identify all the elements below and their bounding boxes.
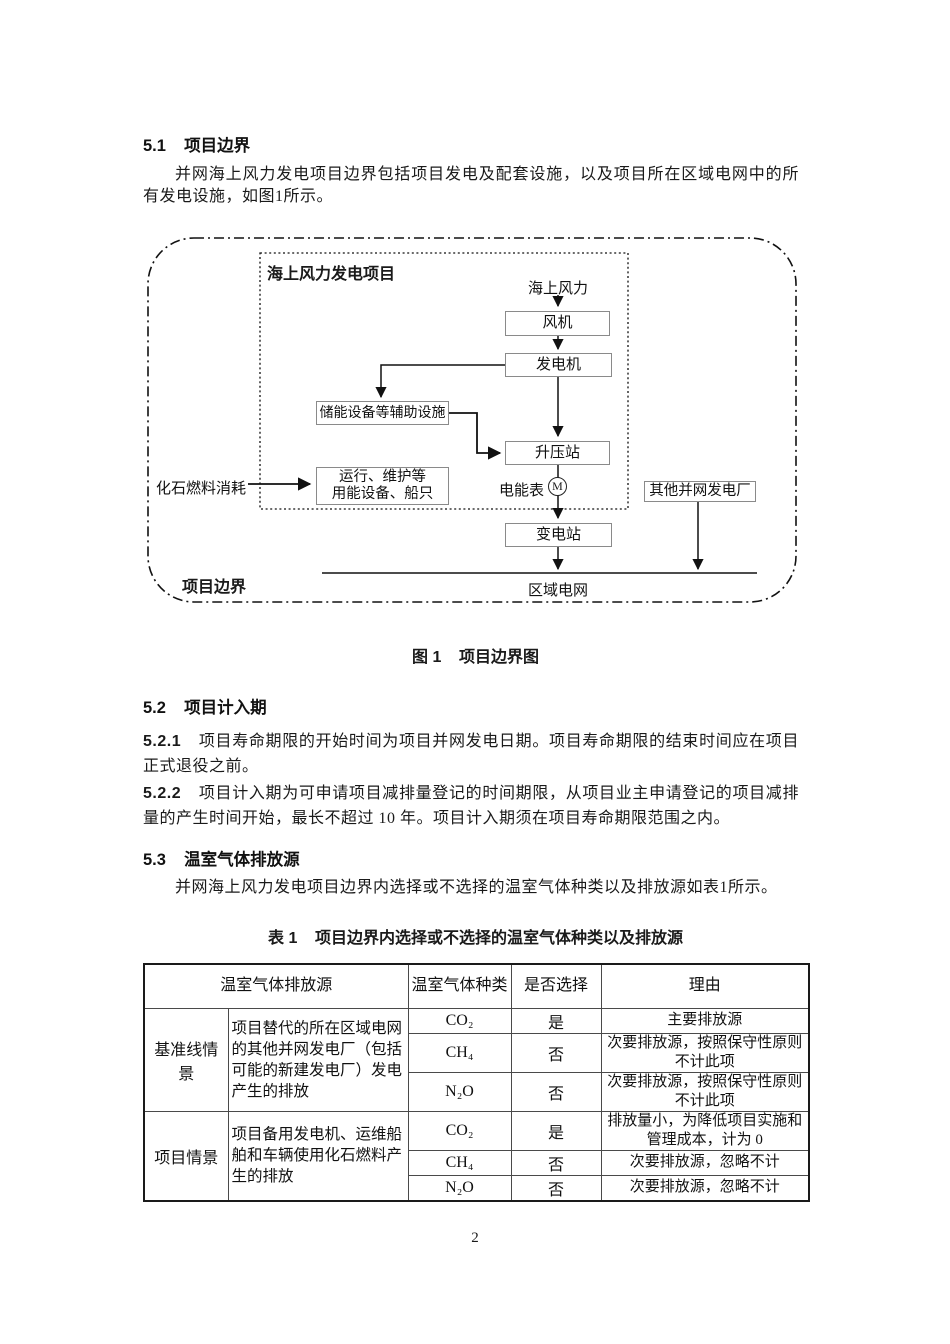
wind-turbine-box: 风机 xyxy=(505,311,610,336)
gas-cell: CO₂ xyxy=(407,1110,512,1151)
section-number: 5.1 xyxy=(143,137,166,155)
table-row: CH₄ 否 次要排放源，忽略不计 xyxy=(144,1149,810,1176)
generator-box: 发电机 xyxy=(505,353,612,377)
table-row: N₂O 否 次要排放源，按照保守性原则不计此项 xyxy=(144,1071,810,1112)
reason-cell: 次要排放源，按照保守性原则不计此项 xyxy=(600,1032,810,1073)
table-row: N₂O 否 次要排放源，忽略不计 xyxy=(144,1174,810,1201)
operation-equipment-box: 运行、维护等 用能设备、船只 xyxy=(316,467,449,505)
section-title: 项目边界 xyxy=(184,137,251,155)
selected-cell: 是 xyxy=(510,1007,602,1034)
boundary-label: 项目边界 xyxy=(182,579,247,596)
selected-cell: 否 xyxy=(510,1071,602,1112)
gas-cell: N₂O xyxy=(407,1071,512,1112)
arrow-generator-to-storage xyxy=(375,364,505,399)
header-reason: 理由 xyxy=(600,963,810,1009)
header-emission-source: 温室气体排放源 xyxy=(143,963,409,1009)
figure-caption-title: 项目边界图 xyxy=(458,649,539,666)
table-row: CH₄ 否 次要排放源，按照保守性原则不计此项 xyxy=(144,1032,810,1073)
selected-cell: 否 xyxy=(510,1032,602,1073)
table-caption-title: 项目边界内选择或不选择的温室气体种类以及排放源 xyxy=(314,930,683,947)
scenario-project: 项目情景 xyxy=(143,1110,229,1201)
page-number: 2 xyxy=(471,1230,479,1246)
substation-box: 变电站 xyxy=(505,523,612,547)
scenario-baseline: 基准线情景 xyxy=(143,1007,229,1112)
gas-cell: CH₄ xyxy=(407,1032,512,1073)
clause-text: 项目计入期为可申请项目减排量登记的时间期限，从项目业主申请登记的项目减排量的产生… xyxy=(143,785,799,827)
section-title: 项目计入期 xyxy=(184,699,267,717)
section-number: 5.2 xyxy=(143,699,166,717)
figure-caption: 图 1 项目边界图 xyxy=(143,643,808,667)
operation-line1: 运行、维护等 xyxy=(339,469,426,485)
baseline-source-desc: 项目替代的所在区域电网的其他并网发电厂（包括可能的新建发电厂）发电产生的排放 xyxy=(227,1007,409,1112)
table-caption-label: 表 1 xyxy=(268,930,298,947)
selected-cell: 是 xyxy=(510,1110,602,1151)
gas-cell: CO₂ xyxy=(407,1007,512,1034)
clause-number: 5.2.2 xyxy=(143,785,182,802)
meter-label: 电能表 xyxy=(498,483,544,499)
arrow-storage-to-booster xyxy=(449,412,502,460)
booster-station-box: 升压站 xyxy=(505,441,610,465)
reason-cell: 次要排放源，忽略不计 xyxy=(600,1174,810,1201)
section-5-1-paragraph: 并网海上风力发电项目边界包括项目发电及配套设施，以及项目所在区域电网中的所有发电… xyxy=(143,166,799,205)
project-boundary-border xyxy=(147,237,797,603)
diagram-project-title: 海上风力发电项目 xyxy=(267,266,396,283)
section-5-2-heading: 5.2 项目计入期 xyxy=(143,694,267,718)
reason-cell: 次要排放源，按照保守性原则不计此项 xyxy=(600,1071,810,1112)
reason-cell: 排放量小，为降低项目实施和管理成本，计为 0 xyxy=(600,1110,810,1151)
selected-cell: 否 xyxy=(510,1174,602,1201)
other-plants-box: 其他并网发电厂 xyxy=(644,481,756,502)
project-source-desc: 项目备用发电机、运维船舶和车辆使用化石燃料产生的排放 xyxy=(227,1110,409,1201)
header-gas-type: 温室气体种类 xyxy=(407,963,512,1009)
operation-line2: 用能设备、船只 xyxy=(331,486,434,502)
header-selected: 是否选择 xyxy=(510,963,602,1009)
reason-cell: 主要排放源 xyxy=(600,1007,810,1034)
electricity-meter-icon: M xyxy=(548,477,567,496)
table-header-row: 温室气体排放源 温室气体种类 是否选择 理由 xyxy=(143,963,810,1009)
gas-cell: CH₄ xyxy=(407,1149,512,1176)
gas-cell: N₂O xyxy=(407,1174,512,1201)
ghg-sources-table: 温室气体排放源 温室气体种类 是否选择 理由 基准线情景 项目替代的所在区域电网… xyxy=(143,963,811,1202)
table-row: 基准线情景 项目替代的所在区域电网的其他并网发电厂（包括可能的新建发电厂）发电产… xyxy=(143,1007,810,1112)
table-caption: 表 1 项目边界内选择或不选择的温室气体种类以及排放源 xyxy=(143,924,808,948)
table-row: 项目情景 项目备用发电机、运维船舶和车辆使用化石燃料产生的排放 CO₂ 是 排放… xyxy=(143,1110,810,1201)
selected-cell: 否 xyxy=(510,1149,602,1176)
section-5-3-paragraph: 并网海上风力发电项目边界内选择或不选择的温室气体种类以及排放源如表1所示。 xyxy=(175,879,778,896)
section-number: 5.3 xyxy=(143,851,166,869)
section-5-3-heading: 5.3 温室气体排放源 xyxy=(143,846,300,870)
clause-text: 项目寿命期限的开始时间为项目并网发电日期。项目寿命期限的结束时间应在项目正式退役… xyxy=(143,733,799,775)
figure-caption-label: 图 1 xyxy=(412,649,442,666)
section-5-1-heading: 5.1 项目边界 xyxy=(143,132,250,156)
offshore-wind-label: 海上风力 xyxy=(527,281,588,297)
storage-box: 储能设备等辅助设施 xyxy=(316,401,449,425)
reason-cell: 次要排放源，忽略不计 xyxy=(600,1149,810,1176)
regional-grid-label: 区域电网 xyxy=(527,583,588,599)
clause-number: 5.2.1 xyxy=(143,733,182,750)
fossil-fuel-label: 化石燃料消耗 xyxy=(156,481,247,497)
section-title: 温室气体排放源 xyxy=(184,851,300,869)
